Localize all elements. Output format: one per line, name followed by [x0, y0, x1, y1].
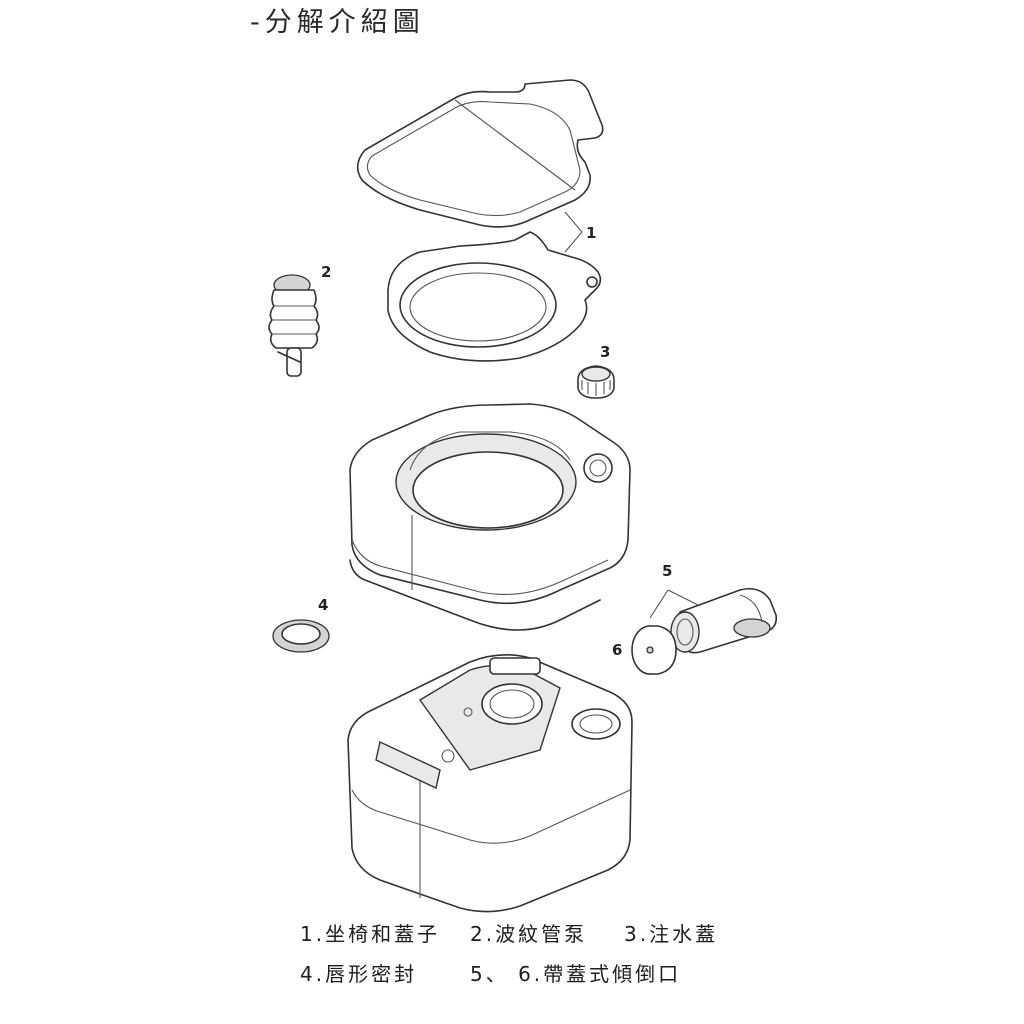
callout-5: 5 [662, 562, 672, 580]
callout-1: 1 [586, 224, 596, 242]
page-title: -分解介紹圖 [250, 7, 425, 38]
callout-6: 6 [612, 641, 622, 659]
fill-cap-part [577, 365, 615, 399]
seat-part [387, 231, 602, 362]
callout-3: 3 [600, 343, 610, 361]
upper-tank-part [349, 403, 631, 631]
legend-item-5-6: 5、 6.帶蓋式傾倒口 [470, 962, 682, 986]
bellows-pump-part [268, 274, 320, 377]
lower-tank-part [347, 654, 633, 913]
spout-cap-part [631, 625, 677, 675]
legend-item-3: 3.注水蓋 [624, 922, 719, 946]
callout-4: 4 [318, 596, 328, 614]
dump-spout-part [670, 587, 778, 654]
lip-seal-part [272, 619, 330, 653]
legend-item-1: 1.坐椅和蓋子 [300, 922, 441, 946]
legend-item-2: 2.波紋管泵 [470, 922, 588, 946]
callout-2: 2 [321, 263, 331, 281]
lid-part [356, 79, 604, 228]
leader-lines [564, 211, 701, 619]
legend-item-4: 4.唇形密封 [300, 962, 418, 986]
